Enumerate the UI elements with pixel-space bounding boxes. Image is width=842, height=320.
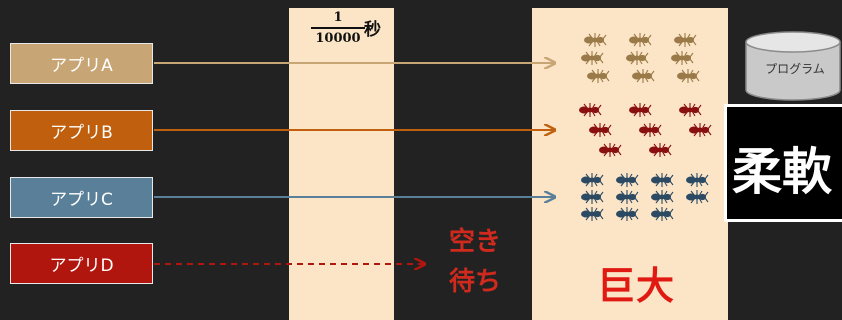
fraction-unit: 秒 (364, 20, 381, 40)
huge-label: 巨大 (597, 264, 676, 308)
app-b-label: アプリB (50, 123, 113, 143)
flexible-box (724, 104, 842, 222)
fraction-denominator: 10000 (315, 31, 361, 46)
app-d-box: アプリD (10, 243, 153, 284)
waiting-line-2: 待ち (448, 267, 501, 297)
red-ant-icon (578, 102, 712, 158)
flexible-label: 柔軟 (732, 143, 832, 201)
blue-ant-icon (580, 172, 709, 222)
waiting-label: 空き 待ち (440, 222, 510, 302)
tan-ant-icon (580, 32, 700, 84)
fraction-bar (311, 27, 365, 29)
time-slice-fraction: 1 10000 (311, 10, 365, 46)
app-d-label: アプリD (49, 256, 114, 276)
program-label: プログラム (765, 62, 825, 76)
app-b-box: アプリB (10, 110, 153, 151)
app-c-box: アプリC (10, 177, 153, 218)
app-a-box: アプリA (10, 43, 153, 84)
database-icon (745, 31, 841, 101)
fraction-numerator: 1 (333, 10, 343, 25)
waiting-line-1: 空き (448, 227, 501, 257)
time-slice-band (289, 8, 394, 320)
app-a-label: アプリA (50, 56, 113, 76)
app-c-label: アプリC (50, 190, 113, 210)
